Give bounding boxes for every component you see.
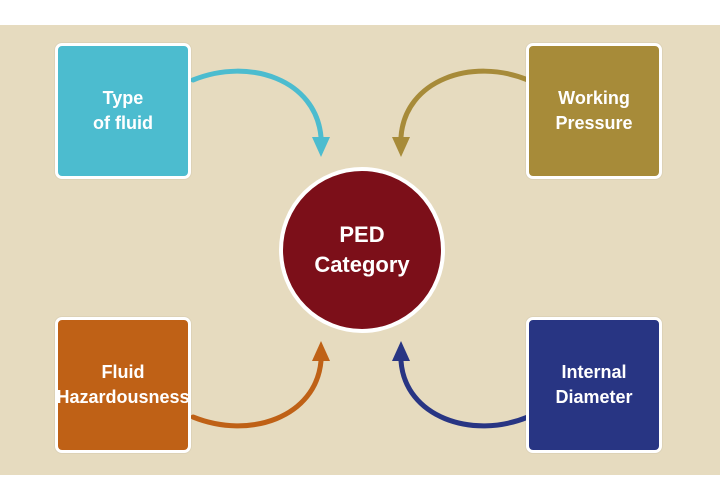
working-pressure-line2: Pressure: [555, 113, 633, 133]
diagram-canvas: Type of fluid Working Pressure Fluid Haz…: [0, 25, 720, 475]
working-pressure-line1: Working: [558, 88, 630, 108]
fluid-hazardousness-line1: Fluid: [101, 362, 145, 382]
working-pressure-box: Working Pressure: [526, 43, 662, 179]
internal-diameter-box: Internal Diameter: [526, 317, 662, 453]
arrowhead-fluid-hazardousness: [312, 341, 330, 361]
arrow-fluid-hazardousness: [190, 358, 324, 429]
type-of-fluid-box: Type of fluid: [55, 43, 191, 179]
fluid-hazardousness-box: Fluid Hazardousness: [55, 317, 191, 453]
arrowhead-working-pressure: [392, 137, 410, 157]
internal-diameter-line2: Diameter: [555, 387, 633, 407]
ped-category-line1: PED: [339, 222, 385, 247]
arrow-type-of-fluid: [190, 68, 324, 140]
arrow-working-pressure: [398, 68, 531, 140]
ped-category-circle: PED Category: [279, 167, 445, 333]
internal-diameter-line1: Internal: [561, 362, 627, 382]
arrow-internal-diameter: [398, 358, 531, 429]
arrowhead-internal-diameter: [392, 341, 410, 361]
arrows-layer: [190, 68, 531, 429]
arrowhead-type-of-fluid: [312, 137, 330, 157]
fluid-hazardousness-line2: Hazardousness: [56, 387, 190, 407]
type-of-fluid-line2: of fluid: [93, 113, 153, 133]
ped-category-line2: Category: [314, 252, 410, 277]
type-of-fluid-line1: Type: [102, 88, 144, 108]
